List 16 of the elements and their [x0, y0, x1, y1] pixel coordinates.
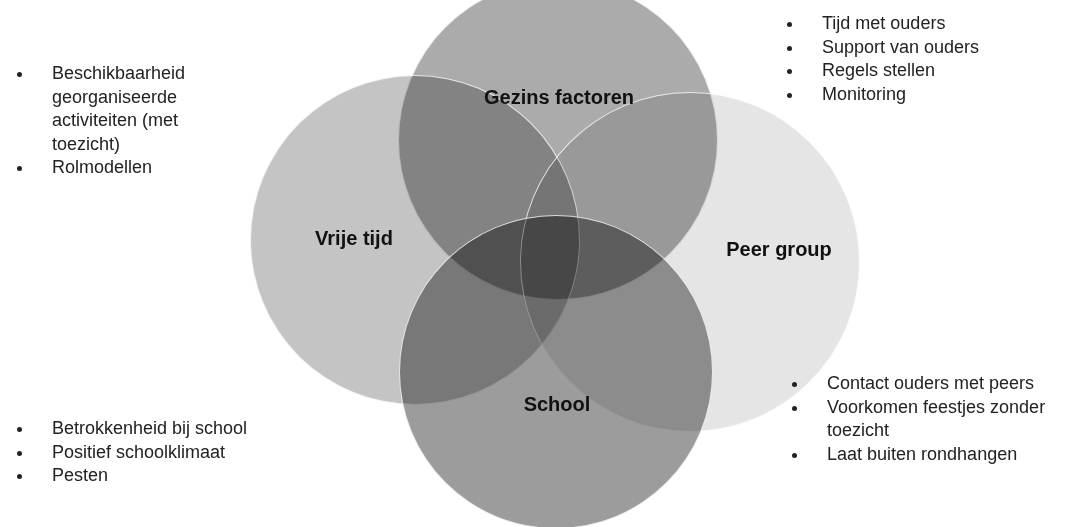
bullet-item: Pesten [15, 464, 365, 488]
bullet-item: Beschikbaarheid georganiseerde activiteiten (met toezicht) [15, 62, 225, 156]
bullet-item: Monitoring [785, 82, 1085, 106]
circle-label: School [522, 392, 592, 417]
bullet-item: Support van ouders [785, 35, 1085, 59]
bullet-item: Rolmodellen [15, 156, 225, 180]
bullet-item: Voorkomen feestjes zonder toezicht [790, 395, 1050, 443]
circle-label: Vrije tijd [314, 226, 394, 251]
bullet-item: Tijd met ouders [785, 12, 1085, 36]
circle-label: Gezins factoren [482, 85, 635, 110]
circle-label: Peer group [725, 237, 833, 262]
bullet-item: Positief schoolklimaat [15, 440, 365, 464]
bullet-item: Laat buiten rondhangen [790, 442, 1050, 466]
bullet-item: Contact ouders met peers [790, 372, 1050, 396]
bullet-item: Betrokkenheid bij school [15, 417, 365, 441]
bullet-item: Regels stellen [785, 59, 1085, 83]
